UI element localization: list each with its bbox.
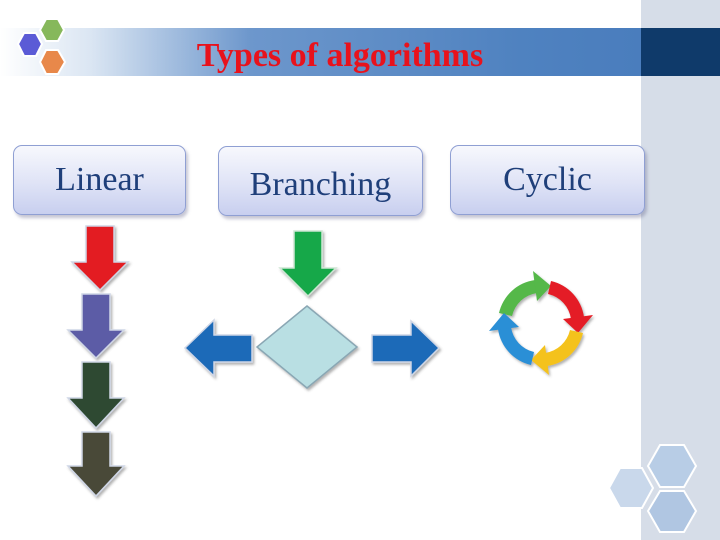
down-arrow-icon (70, 225, 130, 292)
branching-type-box: Branching (218, 146, 423, 216)
hexagon-decoration-icon (607, 444, 698, 533)
down-arrow-icon (66, 293, 126, 360)
down-arrow-icon (66, 431, 126, 498)
cyclic-type-box: Cyclic (450, 145, 645, 215)
left-arrow-icon (183, 318, 253, 378)
circular-arrows-icon (489, 271, 593, 375)
branching-label: Branching (249, 166, 392, 203)
title-bar-accent (641, 28, 720, 76)
cyclic-label: Cyclic (503, 161, 592, 198)
right-arrow-icon (371, 319, 441, 378)
down-arrow-icon (278, 230, 338, 298)
title-bar (0, 28, 641, 76)
branching-diagram (183, 230, 441, 389)
slide-title: Types of algorithms (196, 37, 484, 74)
linear-arrows (66, 225, 130, 498)
linear-label: Linear (55, 161, 144, 198)
linear-type-box: Linear (13, 145, 186, 215)
down-arrow-icon (66, 361, 126, 430)
decision-diamond (255, 305, 359, 389)
hexagon-cluster-logo-icon (16, 18, 67, 75)
